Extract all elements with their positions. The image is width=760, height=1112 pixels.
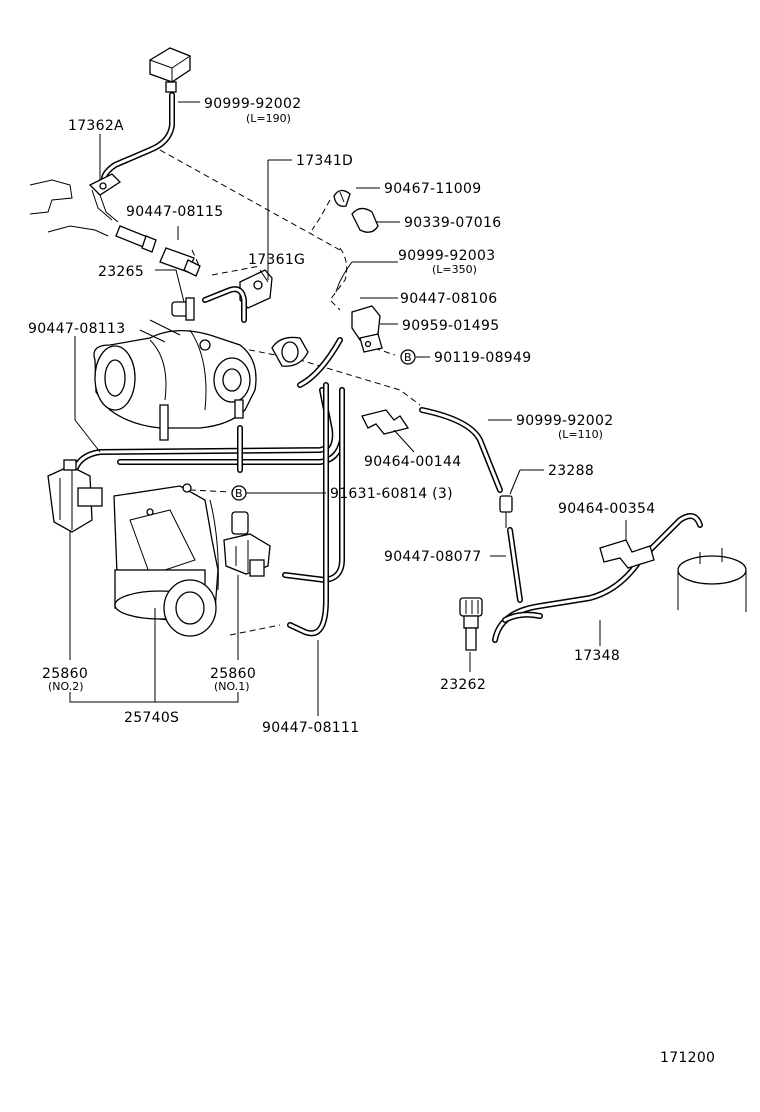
part-label: 17362A xyxy=(68,118,124,134)
part-sublabel: (L=110) xyxy=(558,428,603,441)
check-valve-drawing xyxy=(271,336,309,367)
clip-90464-00354-drawing xyxy=(599,539,655,569)
part-sublabel: (L=350) xyxy=(432,263,477,276)
part-sublabel: (L=190) xyxy=(246,112,291,125)
part-label: 90467-11009 xyxy=(384,181,481,197)
part-label: 23288 xyxy=(548,463,594,479)
part-label: 90447-08106 xyxy=(400,291,497,307)
charcoal-canister-top-drawing xyxy=(677,548,747,612)
sensor-23262-drawing xyxy=(459,597,483,651)
svg-text:B: B xyxy=(404,351,412,364)
part-label: 90464-00144 xyxy=(364,454,461,470)
part-sublabel: (NO.2) xyxy=(48,680,84,693)
part-label: 90447-08113 xyxy=(28,321,125,337)
hose-90447-08111-drawing xyxy=(282,337,345,637)
vacuum-hose-l110-drawing xyxy=(419,407,503,493)
vsv-no1-drawing xyxy=(223,511,271,577)
part-label: 90999-92003 xyxy=(398,248,495,264)
diagram-code: 171200 xyxy=(660,1050,715,1066)
hose-plug-drawing xyxy=(115,225,201,277)
charcoal-canister-drawing xyxy=(113,483,219,637)
part-label: 17361G xyxy=(248,252,305,268)
vacuum-hose-l190-drawing xyxy=(101,92,175,181)
part-label: 17348 xyxy=(574,648,620,664)
vsv-bracket-drawing xyxy=(202,160,273,323)
fitting-23288-drawing xyxy=(499,495,513,528)
part-label: 25860 xyxy=(210,666,256,682)
part-label: 25740S xyxy=(124,710,179,726)
part-label: 23262 xyxy=(440,677,486,693)
part-label: 90447-08111 xyxy=(262,720,359,736)
connector-block-drawing xyxy=(149,47,191,93)
part-label: 90447-08115 xyxy=(126,204,223,220)
part-label: 90119-08949 xyxy=(434,350,531,366)
part-label: 90999-92002 xyxy=(204,96,301,112)
part-label: 90959-01495 xyxy=(402,318,499,334)
part-label: 90339-07016 xyxy=(404,215,501,231)
part-label: 25860 xyxy=(42,666,88,682)
hose-90447-08077-drawing xyxy=(507,527,523,603)
part-sublabel: (NO.1) xyxy=(214,680,250,693)
part-label: 90999-92002 xyxy=(516,413,613,429)
sensor-23265-drawing xyxy=(171,297,195,321)
part-label: 23265 xyxy=(98,264,144,280)
bracket-90959-drawing xyxy=(351,305,383,353)
bolt-marker-b: B xyxy=(400,349,416,365)
clip-90464-00144-drawing xyxy=(361,409,410,435)
throttle-body-drawing xyxy=(93,319,257,441)
bolt-marker-b: B xyxy=(231,485,247,501)
svg-text:B: B xyxy=(235,487,243,500)
vsv-no2-drawing xyxy=(47,459,103,533)
part-label: 90447-08077 xyxy=(384,549,481,565)
pipe-17348-drawing xyxy=(492,513,703,643)
part-label: 90464-00354 xyxy=(558,501,655,517)
engine-outline-drawing xyxy=(29,179,109,237)
part-label: 17341D xyxy=(296,153,353,169)
clip-90467-drawing xyxy=(333,189,351,207)
cap-90339-drawing xyxy=(351,207,379,233)
part-label: 91631-60814 (3) xyxy=(330,486,453,502)
bracket-17362a-drawing xyxy=(88,173,122,223)
